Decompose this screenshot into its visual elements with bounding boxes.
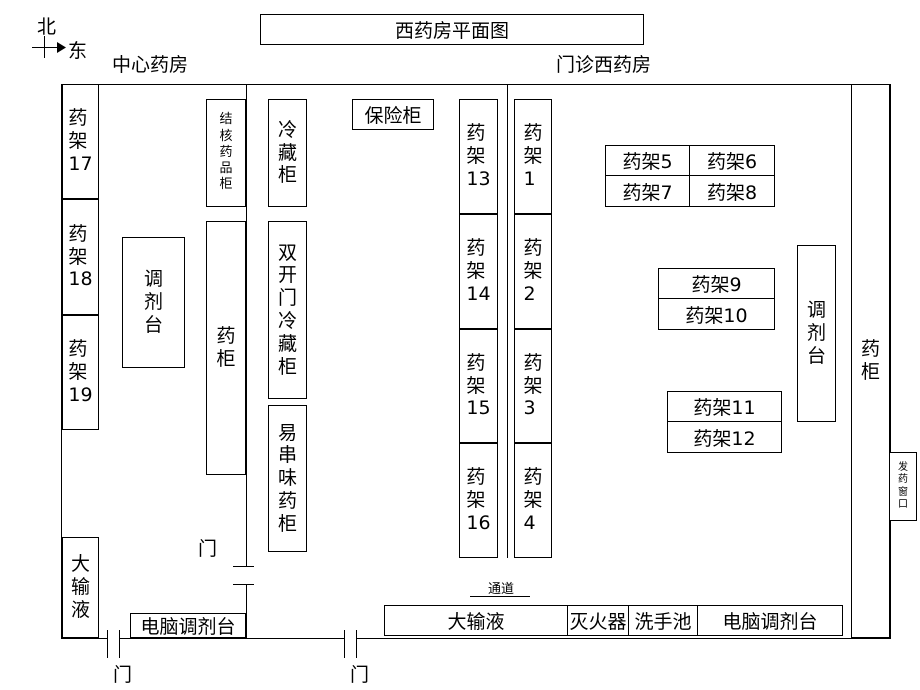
big-infusion-row: 大输液 xyxy=(384,605,568,636)
rack-3: 药 架 3 xyxy=(514,329,552,443)
rack-19: 药 架 19 xyxy=(62,315,99,430)
rack-18: 药 架 18 xyxy=(62,199,99,315)
inner-door-jamb-top xyxy=(233,566,254,567)
dispensing-window: 发 药 窗 口 xyxy=(889,452,917,521)
rack-1: 药 架 1 xyxy=(514,99,552,214)
rack-16: 药 架 16 xyxy=(459,443,498,558)
east-medicine-cabinet: 药 柜 xyxy=(851,84,890,638)
outpatient-computer-table: 电脑调剂台 xyxy=(697,605,843,636)
safe: 保险柜 xyxy=(352,99,434,130)
wash-basin: 洗手池 xyxy=(628,605,698,636)
north-label: 北 xyxy=(37,16,57,38)
south-door-1-jamb-left xyxy=(107,630,108,658)
east-label: 东 xyxy=(68,40,88,62)
rack-8: 药架8 xyxy=(689,175,775,207)
rack-15: 药 架 15 xyxy=(459,329,498,443)
rack-2: 药 架 2 xyxy=(514,214,552,329)
double-door-fridge: 双 开 门 冷 藏 柜 xyxy=(268,221,307,399)
center-pharmacy-label: 中心药房 xyxy=(112,54,189,76)
rack-9: 药架9 xyxy=(658,268,775,299)
big-infusion-cabinet: 大 输 液 xyxy=(62,537,99,638)
rack-7: 药架7 xyxy=(605,175,690,207)
rack-4: 药 架 4 xyxy=(514,443,552,558)
partition-wall-upper xyxy=(246,84,247,566)
east-arrow-shaft xyxy=(32,47,60,48)
east-arrow-icon xyxy=(57,42,66,53)
east-wall xyxy=(890,84,891,639)
north-wall xyxy=(61,84,890,85)
south-door-2-jamb-left xyxy=(344,630,345,658)
south-door-2-label: 门 xyxy=(350,664,370,686)
inner-door-label: 门 xyxy=(198,538,218,560)
rack-11: 药架11 xyxy=(667,391,782,422)
center-computer-table: 电脑调剂台 xyxy=(130,613,246,638)
rack-divider-line xyxy=(507,84,508,558)
center-dispensing-table: 调 剂 台 xyxy=(122,237,185,368)
rack-14: 药 架 14 xyxy=(459,214,498,329)
odor-drug-cabinet: 易 串 味 药 柜 xyxy=(268,405,307,552)
rack-6: 药架6 xyxy=(689,145,775,176)
west-wall xyxy=(61,84,62,639)
rack-10: 药架10 xyxy=(658,298,775,330)
rack-13: 药 架 13 xyxy=(459,99,498,214)
partition-wall-lower xyxy=(246,584,247,639)
rack-12: 药架12 xyxy=(667,421,782,453)
east-dispensing-table: 调 剂 台 xyxy=(797,245,836,422)
passage-label: 通道 xyxy=(488,582,515,597)
inner-door-jamb-bottom xyxy=(233,584,254,585)
fire-extinguisher: 灭火器 xyxy=(567,605,629,636)
tb-drug-cabinet: 结 核 药 品 柜 xyxy=(206,99,246,207)
fridge: 冷 藏 柜 xyxy=(268,99,307,207)
plan-title: 西药房平面图 xyxy=(260,14,644,45)
south-wall-2 xyxy=(119,638,344,639)
rack-17: 药 架 17 xyxy=(62,84,99,199)
south-wall-3 xyxy=(356,638,891,639)
south-wall-1 xyxy=(61,638,107,639)
center-medicine-cabinet: 药 柜 xyxy=(206,221,246,475)
passage-underline xyxy=(470,596,530,597)
rack-5: 药架5 xyxy=(605,145,690,176)
south-door-2-jamb-right xyxy=(356,630,357,658)
outpatient-pharmacy-label: 门诊西药房 xyxy=(556,54,652,76)
south-door-1-jamb-right xyxy=(119,630,120,658)
south-door-1-label: 门 xyxy=(113,664,133,686)
